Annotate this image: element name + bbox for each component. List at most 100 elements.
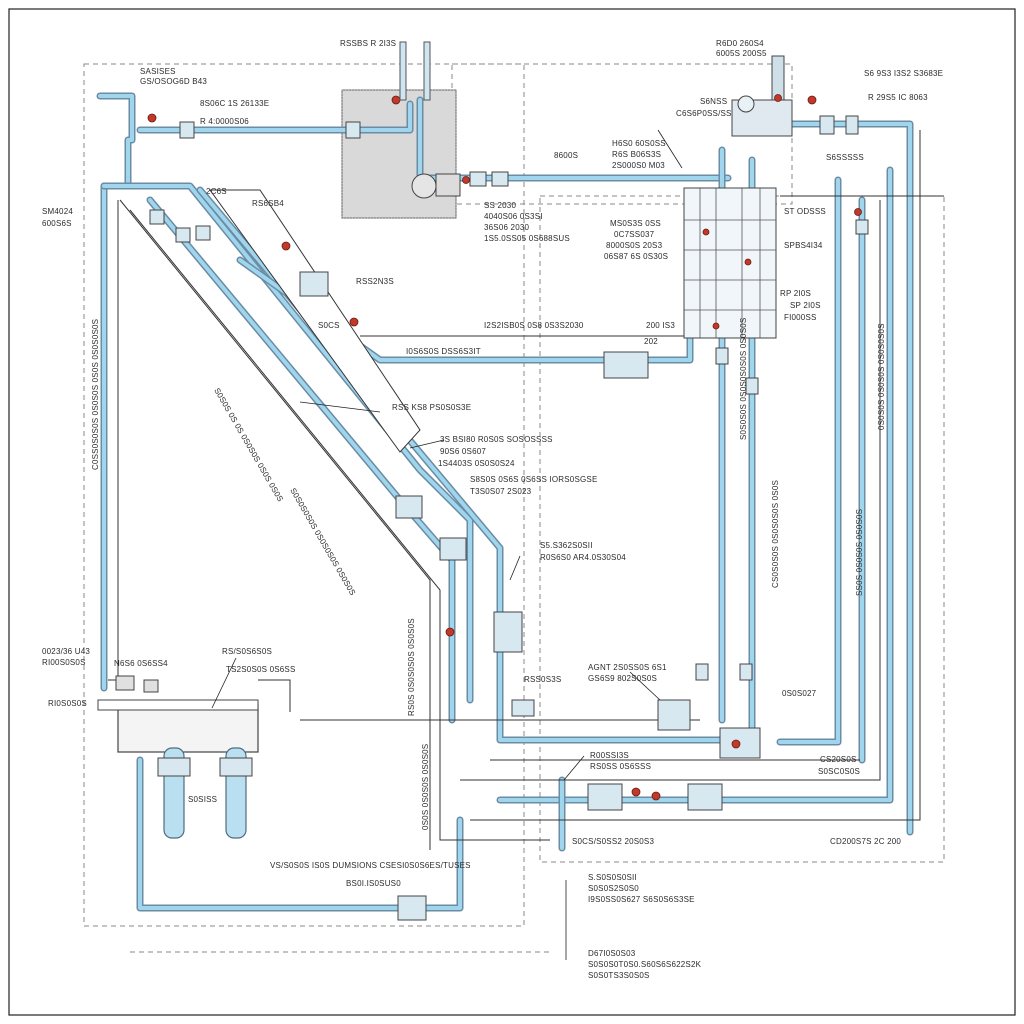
label-lower-12: S0S0S2S0S0 xyxy=(588,884,639,893)
label-diag-6: T3S0S07 2S023 xyxy=(470,487,532,496)
label-lower-10: S0CS/S0SS2 20S0S3 xyxy=(572,837,654,846)
manifold-gauge xyxy=(737,95,755,113)
label-lower-11: S.S0S0S0SII xyxy=(588,873,637,882)
manifold-flange-1 xyxy=(819,115,835,135)
bottom-valve-3 xyxy=(657,699,691,731)
label-diag-1: RSS KS8 PS0S0S3E xyxy=(392,403,471,412)
line-diag-a xyxy=(119,199,431,850)
label-right-mid-4: 2S000S0 M03 xyxy=(612,161,665,170)
pipe-diagonal-2-inner xyxy=(148,198,454,722)
label-bl-9: BS0I.IS0SUS0 xyxy=(346,879,401,888)
label-vert-right-4: 0S0S0S 0S0S0S 0S0S0S0S xyxy=(877,323,886,430)
valves-bottom-center xyxy=(397,699,761,921)
tank-skid xyxy=(97,675,291,839)
label-vert-right-1: S0S0S0S 0S0S0S0S0S 0S0S0S xyxy=(739,318,748,440)
label-right-mid-2: H6S0 60S0SS xyxy=(612,139,666,148)
diag-valve-5 xyxy=(603,351,649,379)
label-valve-bank-2: 0C7SS037 xyxy=(614,230,655,239)
pipe-top-right-header-inner xyxy=(758,122,912,834)
label-right-mid-5: ST ODSSS xyxy=(784,207,826,216)
label-mid-1: 2C6S xyxy=(206,187,227,196)
label-diag-5: S8S0S 0S6S 0S6SS IORS0SGSE xyxy=(470,475,598,484)
label-top-left-1: SASISES xyxy=(140,67,176,76)
diagonal-duct xyxy=(209,189,421,453)
zone-boundaries xyxy=(83,63,945,953)
label-lower-13: I9S0SS0S627 S6S0S6S3SE xyxy=(588,895,695,904)
label-bl-5: TS2S0S0S 0S6SS xyxy=(226,665,296,674)
valve-bank-right xyxy=(683,187,777,339)
diag-valve-2 xyxy=(395,495,423,519)
pump-top-center xyxy=(391,41,461,199)
pipe-bottom-loop-inner xyxy=(138,758,462,910)
diag-valve-4 xyxy=(493,611,523,653)
label-vert-left: C0SS0S0S0S 0S0S0S 0S0S 0S0S0S0S xyxy=(91,319,100,470)
label-vert-diag-2: S0S0S0S0S 0S0S0S0S 0S0S0S xyxy=(288,487,357,598)
pump-housing xyxy=(411,173,437,199)
bottom-valve-4 xyxy=(719,727,761,759)
label-right-mid-6: SPBS4I34 xyxy=(784,241,823,250)
label-right-mid-8: SP 2I0S xyxy=(790,301,821,310)
label-pipe-6: 202 xyxy=(644,337,658,346)
valve-bank-handle-3 xyxy=(712,322,720,330)
line-bottom-run-2 xyxy=(460,200,881,781)
label-left-side-2: 600S6S xyxy=(42,219,72,228)
manifold-flange-2 xyxy=(845,115,859,135)
diag-valve-3 xyxy=(439,537,467,561)
pump-handle xyxy=(391,95,401,105)
leader-lines xyxy=(211,129,683,960)
label-diag-2: 3S BSI80 R0S0S SOSOSSSS xyxy=(440,435,553,444)
label-right-top-4: S6NSS xyxy=(700,97,727,106)
pipe-bottom-header-inner xyxy=(498,168,892,802)
zone-left-boundary xyxy=(83,63,525,927)
label-mid-2: RS6SB4 xyxy=(252,199,284,208)
label-top-center-1: RSSBS R 2I3S xyxy=(340,39,396,48)
sheet-border xyxy=(8,8,1016,1016)
label-vert-mid-2: 0S0S 0S0S0S 0S0S0S xyxy=(421,744,430,830)
label-vert-mid-1: RS0S 0S0S0S0S 0S0S0S xyxy=(407,618,416,716)
label-right-mid-9: FI000SS xyxy=(784,313,817,322)
label-right-mid-3: R6S B06S3S xyxy=(612,150,661,159)
label-lower-9: CD200S7S 2C 200 xyxy=(830,837,901,846)
bottom-valve-1 xyxy=(587,783,623,811)
label-diag-7: S5.S362S0SII xyxy=(540,541,593,550)
label-lower-8: S0SC0S0S xyxy=(818,767,860,776)
valves-top-header xyxy=(147,113,509,187)
label-right-top-2: 6005S 200S5 xyxy=(716,49,767,58)
equipment-block-top xyxy=(341,89,457,219)
label-bl-6: N6S6 0S6SS4 xyxy=(114,659,168,668)
label-vert-right-3: SS0S 0S0S0S 0S0S0S xyxy=(855,509,864,596)
pump-motor xyxy=(435,173,461,197)
pipe-riser-3-inner xyxy=(778,178,840,744)
valve-bank-frame xyxy=(683,187,777,339)
diag-valve-1 xyxy=(299,271,329,297)
label-lower-3: R00SSI3S xyxy=(590,751,629,760)
label-diag-4: 1S4403S 0S0S0S24 xyxy=(438,459,515,468)
equipment-block-hatched xyxy=(341,89,457,219)
label-bl-3: RI0S0S0S xyxy=(48,699,87,708)
pipe-bottom-loop-outer xyxy=(136,756,464,912)
label-left-side-1: SM4024 xyxy=(42,207,73,216)
label-lower-6: 0S0S027 xyxy=(782,689,817,698)
valves-right-risers xyxy=(695,208,869,681)
label-top-left-4: R 4:0000S06 xyxy=(200,117,249,126)
skid-outlet-pipe xyxy=(258,679,291,712)
label-pipe-3: I0S6S0S DSS6S3IT xyxy=(406,347,481,356)
diagonal-duct-body xyxy=(209,189,421,453)
label-pipe-4: I2S2ISB0S 0S8 0S3S2030 xyxy=(484,321,584,330)
label-lower-15: S0S0S0T0S0.S60S6S622S2K xyxy=(588,960,702,969)
manifold-handle-2 xyxy=(774,94,782,102)
manifold-handle-1 xyxy=(807,95,817,105)
skid-cap-2 xyxy=(143,679,159,693)
label-lower-14: D67I0S0S03 xyxy=(588,949,636,958)
label-right-top-3: 8600S xyxy=(554,151,578,160)
top-right-manifold xyxy=(731,55,859,137)
label-pipe-1: RSS2N3S xyxy=(356,277,394,286)
label-top-left-2: GS/OSOG6D B43 xyxy=(140,77,207,86)
label-diag-3: 90S6 0S607 xyxy=(440,447,486,456)
label-top-left-3: 8S06C 1S 26133E xyxy=(200,99,269,108)
label-bl-4: RS/S0S6S0S xyxy=(222,647,272,656)
label-bl-8: VS/S0S0S IS0S DUMSIONS CSESI0S0S6ES/TUSE… xyxy=(270,861,471,870)
pipe-diagonal-1-inner xyxy=(102,184,472,702)
label-lower-1: AGNT 2S0SS0S 6S1 xyxy=(588,663,667,672)
